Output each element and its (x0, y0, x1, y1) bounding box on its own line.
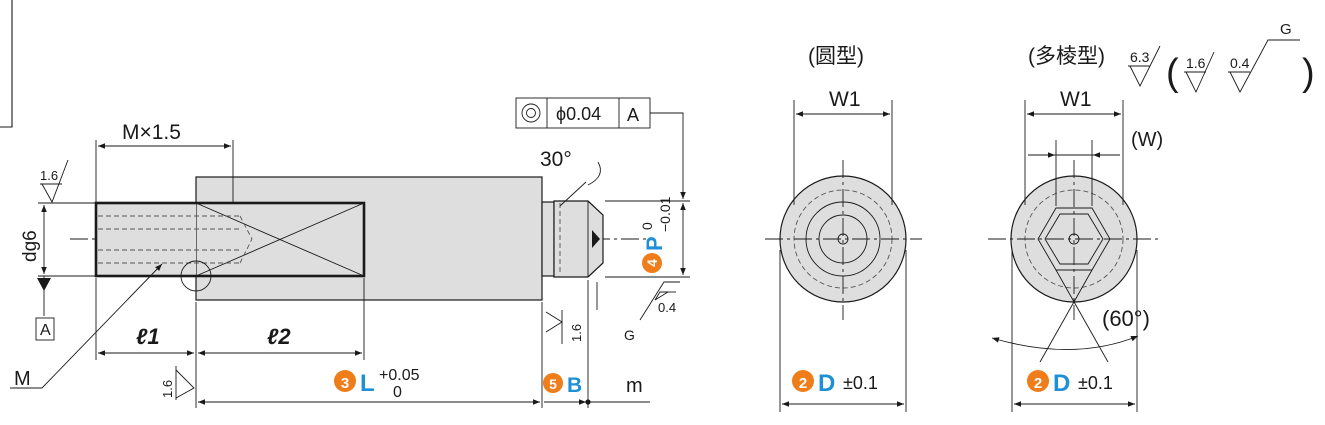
hex-badge-D-number: 2 (1034, 375, 1042, 392)
hex-badge-D (1027, 370, 1049, 392)
thread-region-outline (94, 201, 366, 278)
hex-angle-arc (991, 335, 1139, 350)
finish-symbol-main (1129, 45, 1161, 88)
roughness-symbol-L (175, 369, 195, 399)
badge-B (543, 373, 563, 393)
finish-symbol-1 (1185, 51, 1215, 94)
frame-corner (0, 0, 13, 128)
roughness-leader (639, 281, 680, 321)
neck (541, 201, 555, 277)
angle-leader (587, 161, 601, 186)
round-view-title: (圆型) (808, 45, 864, 68)
L-label: L (360, 370, 375, 397)
thread-label: M (14, 368, 31, 390)
badge-L-number: 3 (341, 375, 349, 392)
round-view: (圆型) W1 2 D ±0.1 (765, 45, 922, 412)
finish-sub-2-value: 0.4 (1230, 55, 1250, 71)
badge-P-number: 4 (644, 259, 660, 267)
B-label: B (567, 374, 582, 397)
fcf-tolerance: ϕ0.04 (556, 104, 601, 124)
round-D-tol: ±0.1 (843, 373, 878, 393)
finish-main-value: 6.3 (1130, 49, 1150, 65)
roughness-P-value: 0.4 (658, 300, 676, 315)
roughness-symbol-thread (41, 159, 69, 204)
hex-view-title: (多棱型) (1028, 45, 1105, 68)
P-tol-upper: 0 (639, 222, 655, 230)
tip-mark (592, 230, 600, 248)
thread-leader (41, 263, 163, 389)
badge-B-number: 5 (549, 376, 557, 392)
concentricity-icon (521, 103, 541, 123)
P-label: P (642, 236, 667, 251)
hex-D-tol: ±0.1 (1078, 373, 1113, 393)
thread-shank (96, 203, 196, 276)
dim-m-point (585, 399, 591, 405)
L-tol-lower: 0 (393, 384, 402, 401)
hex-D-label: D (1053, 370, 1070, 397)
fcf-leader (650, 112, 686, 199)
roughness-B-value: 1.6 (569, 324, 584, 342)
roughness-thread-value: 1.6 (40, 168, 58, 183)
round-badge-D (792, 370, 814, 392)
finish-grind: G (1280, 21, 1292, 38)
d-label: dg6 (20, 230, 41, 262)
round-D-label: D (818, 370, 835, 397)
cross-line-2 (195, 202, 365, 277)
roughness-symbol-B (545, 311, 563, 333)
hex-angle-label: (60°) (1102, 306, 1150, 331)
hidden-line (239, 215, 253, 264)
finish-symbol-2 (1229, 39, 1300, 93)
angle-leader (559, 181, 587, 207)
badge-L (334, 370, 356, 392)
P-tol-lower: −0.01 (657, 196, 673, 232)
thread-pitch-label: M×1.5 (122, 121, 181, 144)
fcf-datum: A (627, 105, 639, 125)
datum-triangle (37, 278, 51, 291)
badge-P (642, 253, 662, 273)
detail-circle (180, 260, 212, 292)
l2-label: ℓ2 (267, 324, 291, 349)
main-body (195, 176, 543, 301)
hex-W-label: (W) (1131, 129, 1163, 151)
angle-label: 30° (540, 148, 572, 171)
angle-line (1039, 269, 1093, 363)
datum-label: A (40, 322, 51, 339)
roughness-L-value: 1.6 (160, 380, 175, 398)
paren-open: ( (1166, 52, 1179, 94)
side-view: M×1.5 dg6 A 1.6 ℓ1 ℓ2 M 3 L +0.05 0 (10, 97, 690, 408)
round-badge-D-number: 2 (799, 375, 807, 392)
paren-close: ) (1302, 52, 1315, 94)
finish-sub-1-value: 1.6 (1186, 55, 1206, 71)
l1-label: ℓ1 (136, 324, 160, 349)
round-W1-label: W1 (829, 88, 861, 111)
grind-label: G (624, 327, 635, 343)
m-label: m (626, 375, 643, 397)
datum-box (35, 317, 55, 341)
L-tol-upper: +0.05 (379, 367, 420, 384)
hex-W1-label: W1 (1060, 88, 1092, 111)
hex-view: (多棱型) 6.3 ( 1.6 0.4 G ) W1 (W) (988, 21, 1315, 412)
hex-shape-inner (1044, 213, 1104, 265)
concentricity-icon-inner (526, 108, 536, 118)
